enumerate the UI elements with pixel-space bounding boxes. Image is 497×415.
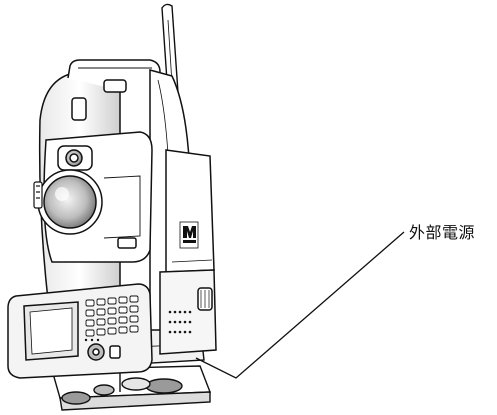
sight-housing [71,97,87,121]
callout-leader [195,231,405,379]
control-panel [7,283,153,379]
topcon-logo-icon [179,221,199,249]
external-power-label: 外部電源 [409,223,476,242]
leader-line [195,231,405,379]
telescope [37,131,153,263]
left-knob [33,181,43,209]
battery-vents [168,310,192,334]
objective-lens [43,175,97,229]
leveling-screw [61,391,91,405]
leveling-screw [145,378,183,394]
keypad [85,295,139,337]
